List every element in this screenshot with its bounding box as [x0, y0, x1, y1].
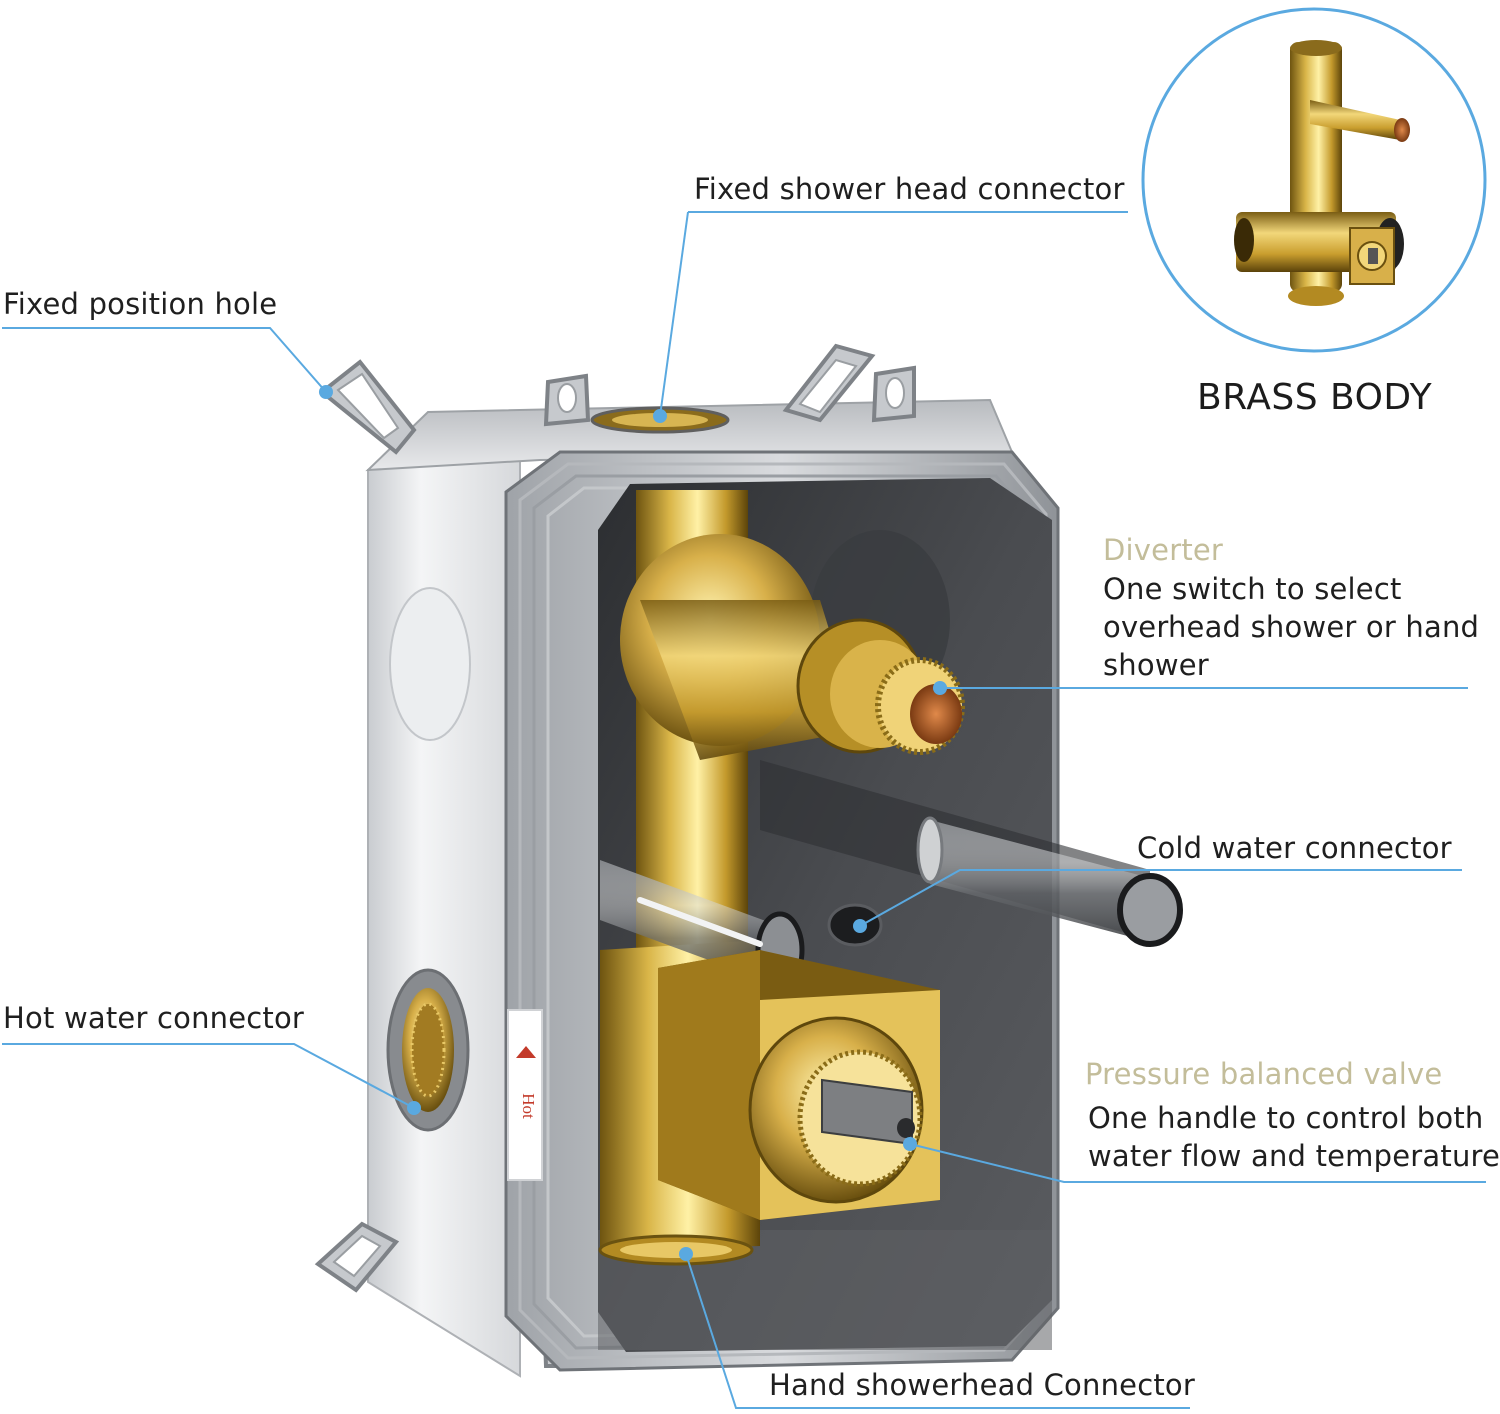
pressure-valve-cube	[658, 950, 940, 1220]
label-pressure-valve-desc-line1: One handle to control both	[1088, 1101, 1484, 1135]
box-side-face	[367, 450, 521, 1378]
hot-sticker	[507, 1009, 543, 1181]
label-pressure-valve-desc-line2: water flow and temperature	[1088, 1139, 1500, 1173]
label-brass-body: BRASS BODY	[1197, 377, 1433, 418]
leader-lines	[2, 211, 1486, 1409]
label-diverter-title: Diverter	[1103, 533, 1224, 567]
label-hot-water-connector: Hot water connector	[3, 1001, 305, 1035]
label-hand-showerhead-connector: Hand showerhead Connector	[769, 1368, 1195, 1402]
brass-body-inset	[1141, 7, 1487, 353]
diverter-stem	[620, 534, 965, 760]
leader-anchor-dots	[319, 385, 947, 1261]
label-diverter-desc-line2: overhead shower or hand	[1103, 610, 1480, 644]
label-cold-water-connector: Cold water connector	[1137, 831, 1452, 865]
label-diverter-desc-line3: shower	[1103, 648, 1209, 682]
hot-sticker-text: Hot	[519, 1093, 538, 1119]
hot-water-port	[386, 968, 470, 1132]
label-fixed-position-hole: Fixed position hole	[3, 287, 278, 321]
label-fixed-shower-head-connector: Fixed shower head connector	[694, 172, 1125, 206]
label-pressure-balanced-valve-title: Pressure balanced valve	[1085, 1057, 1443, 1091]
label-diverter-desc-line1: One switch to select	[1103, 572, 1402, 606]
